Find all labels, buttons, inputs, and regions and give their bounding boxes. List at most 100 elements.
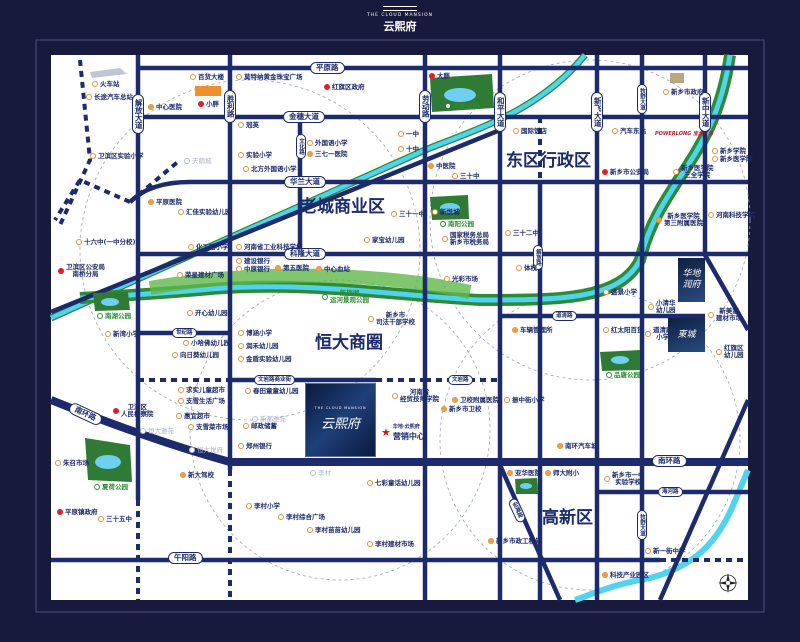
poi-poi[interactable]: 莫特纳黄金珠宝广场 (236, 74, 303, 81)
poi-poi[interactable]: 小清华 幼儿园 (648, 300, 676, 313)
poi-poi[interactable]: 向日葵幼儿园 (172, 352, 219, 359)
poi-poi[interactable]: 河南省工业科技学校 (236, 244, 303, 251)
poi-hospital[interactable]: 中医院 (428, 163, 456, 170)
poi-gov[interactable]: 平原镇政府 (57, 509, 98, 516)
poi-faint[interactable]: 天鹅城 (184, 158, 212, 165)
poi-poi[interactable]: 三十五中 (98, 516, 132, 523)
poi-faint[interactable]: 恒大雅苑 (140, 428, 174, 435)
poi-poi[interactable]: 外国语小学 (307, 140, 348, 147)
poi-poi[interactable]: 新悦城 (432, 209, 460, 216)
poi-poi[interactable]: 河南省 经贸技师学院 (392, 389, 439, 402)
park-label[interactable]: 凯旋湖 运河景观公园 (322, 290, 369, 303)
poi-poi[interactable]: 李村建材市场 (367, 541, 414, 548)
poi-gov[interactable]: 卫滨区 人民检察院 (113, 404, 154, 417)
poi-poi[interactable]: 家宝幼儿园 (364, 237, 405, 244)
poi-poi[interactable]: 新乡市政府 (663, 89, 704, 96)
poi-gov[interactable]: 大胖 (429, 73, 450, 80)
poi-poi[interactable]: 新乡市 司法干部学校 (368, 312, 415, 325)
poi-poi[interactable]: 郑州银行 (238, 443, 272, 450)
poi-poi[interactable]: 新乡市一中 实验学校 (604, 472, 645, 485)
poi-gov[interactable]: 卫滨区公安局 南桥分局 (58, 264, 105, 277)
poi-poi[interactable]: 百货大楼 (190, 74, 224, 81)
poi-poi[interactable]: 金盾实验幼儿园 (238, 356, 292, 363)
poi-hospital[interactable]: 新乡医学院 第三附属医院 (656, 213, 703, 226)
poi-poi[interactable]: 汇佳实验幼儿园 (178, 209, 232, 216)
poi-gov[interactable]: 红旗区政府 (324, 84, 365, 91)
poi-poi[interactable]: 邮政储蓄 (243, 423, 277, 430)
poi-faint[interactable]: 恒大悦府 (189, 447, 223, 454)
poi-hospital[interactable]: 新乡市政工程处 (488, 538, 542, 545)
poi-poi[interactable]: 新美家 建材市场 (708, 308, 742, 321)
poi-poi[interactable]: 道清路 小学 (645, 327, 673, 340)
poi-gov[interactable]: 小胖 (198, 101, 219, 108)
poi-poi[interactable]: 十中 (398, 146, 419, 153)
poi-poi[interactable]: 盛景小学 (603, 289, 637, 296)
poi-faint[interactable]: 李村 (310, 470, 331, 477)
poi-poi[interactable]: 建设银行 (236, 258, 270, 265)
poi-hospital[interactable]: 卫校附属医院 (452, 397, 499, 404)
poi-poi[interactable]: 北方外国语小学 (243, 166, 297, 173)
poi-poi[interactable]: 新乡医学院 三全学院 (673, 165, 714, 178)
poi-hospital[interactable]: 中心血站 (316, 266, 350, 273)
poi-poi[interactable]: 新一街中学 (645, 548, 686, 555)
poi-poi[interactable]: 红旗区 幼儿园 (716, 345, 744, 358)
park-label[interactable]: 南阳公园 (440, 221, 474, 228)
poi-hospital[interactable]: 亚华医院 (507, 470, 541, 477)
poi-poi[interactable]: 振中街小学 (504, 397, 545, 404)
poi-poi[interactable]: 春田童童幼儿园 (245, 388, 299, 395)
poi-poi[interactable]: 新乡医学院 (712, 156, 753, 163)
poi-poi[interactable]: 实验小学 (238, 152, 272, 159)
poi-poi[interactable]: 化工路小学 (188, 244, 229, 251)
poi-station[interactable]: 长途汽车总站 (86, 94, 133, 101)
poi-poi[interactable]: 国际饭店 (513, 128, 547, 135)
poi-poi[interactable]: 求实儿童超市 (178, 387, 225, 394)
park-label[interactable]: 品唐公园 (606, 372, 640, 379)
poi-hospital[interactable]: 中心医院 (148, 104, 182, 111)
poi-poi[interactable]: 一中 (398, 131, 419, 138)
poi-hospital[interactable]: 南环汽车城 (557, 443, 598, 450)
poi-poi[interactable]: 博涵小学 (238, 330, 272, 337)
poi-poi[interactable]: 润禾幼儿园 (238, 343, 279, 350)
poi-poi[interactable]: 李村综合广场 (278, 514, 325, 521)
poi-poi[interactable]: 红太阳百货 (603, 327, 644, 334)
poi-poi[interactable]: 中原银行 (236, 266, 270, 273)
poi-hospital[interactable]: 科技产业园区 (602, 572, 649, 579)
poi-station[interactable]: 火车站 (92, 81, 120, 88)
poi-poi[interactable]: 冠英 (238, 122, 259, 129)
poi-poi[interactable]: 支雪菜市场 (188, 424, 229, 431)
poi-hospital[interactable]: 第五医院 (275, 265, 309, 272)
poi-poi[interactable]: 荣星建材广场 (177, 272, 224, 279)
poi-poi[interactable]: 开心幼儿园 (187, 310, 228, 317)
poi-poi[interactable]: 三十二中 (505, 230, 539, 237)
poi-poi[interactable]: 新乡学院 (712, 148, 746, 155)
poi-poi[interactable]: 李村苗苗幼儿园 (307, 527, 361, 534)
poi-poi[interactable]: 体校 (516, 265, 537, 272)
project-marker[interactable]: THE CLOUD MANSION 云熙府 (305, 383, 376, 457)
sales-center[interactable]: ★ 华地·云熙府营销中心 (381, 423, 425, 442)
poi-hospital[interactable]: 车辆管理所 (512, 327, 553, 334)
poi-poi[interactable]: 三十中 (452, 173, 480, 180)
poi-gov[interactable]: 新乡市公安局 (602, 169, 649, 176)
poi-poi[interactable]: 小哈佛幼儿园 (183, 340, 230, 347)
poi-hospital[interactable]: 平原医院 (148, 199, 182, 206)
poi-poi[interactable]: 支雪生活广场 (178, 398, 225, 405)
poi-poi[interactable]: 十六中(一中分校) (76, 239, 135, 246)
poi-poi[interactable]: 光彩市场 (444, 276, 478, 283)
park-label[interactable]: 夏荷公园 (94, 484, 128, 491)
poi-poi[interactable]: 河南科技学院 (708, 212, 755, 219)
poi-faint[interactable]: 新都雅苑 (252, 416, 286, 423)
poi-poi[interactable]: 惠宜超市 (176, 413, 210, 420)
poi-poi[interactable]: 三十一中 (391, 211, 425, 218)
poi-poi[interactable]: 七彩童话幼儿园 (367, 480, 421, 487)
poi-poi[interactable]: 卫滨区实验小学 (90, 153, 144, 160)
poi-station[interactable]: 汽车东站 (612, 128, 646, 135)
poi-hospital[interactable]: 新乡市卫校 (441, 406, 482, 413)
park-label[interactable]: 人民公园 (445, 103, 479, 110)
poi-hospital[interactable]: 师大附小 (545, 470, 579, 477)
poi-poi[interactable]: 李村小学 (246, 503, 280, 510)
poi-poi[interactable]: 国家税务总局 新乡市税务局 (442, 232, 489, 245)
poi-poi[interactable]: 新湾小学 (105, 331, 139, 338)
poi-poi[interactable]: 朱召市场 (55, 460, 89, 467)
poi-hospital[interactable]: 新大驾校 (180, 472, 214, 479)
poi-hospital[interactable]: 三七一医院 (307, 151, 348, 158)
